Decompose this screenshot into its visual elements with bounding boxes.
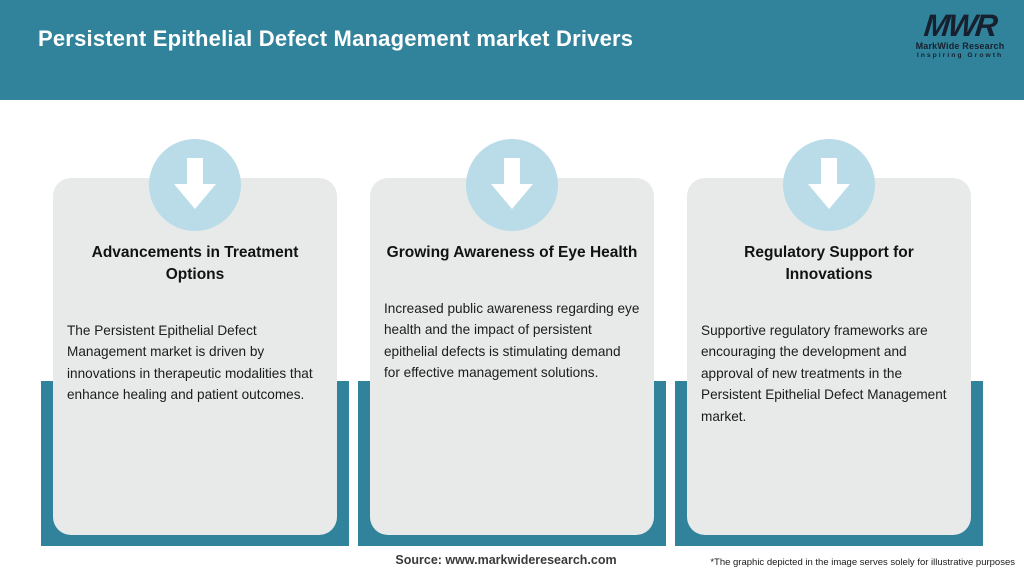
logo-name: MarkWide Research xyxy=(915,41,1005,52)
card-body: Supportive regulatory frameworks are enc… xyxy=(701,323,947,424)
arrow-circle xyxy=(149,139,241,231)
down-arrow-icon xyxy=(808,158,850,209)
markwide-research-logo: MWR MarkWide Research Inspiring Growth xyxy=(908,8,1012,60)
card-body: The Persistent Epithelial Defect Managem… xyxy=(67,323,313,403)
source-credit: Source: www.markwideresearch.com xyxy=(395,553,617,567)
arrow-circle xyxy=(783,139,875,231)
card-body: Increased public awareness regarding eye… xyxy=(384,301,640,381)
card-title: Advancements in Treatment Options xyxy=(91,244,299,283)
page-title: Persistent Epithelial Defect Management … xyxy=(38,26,634,51)
down-arrow-icon xyxy=(174,158,216,209)
logo-tagline: Inspiring Growth xyxy=(916,52,1004,60)
driver-card: Regulatory Support for Innovations Suppo… xyxy=(687,178,971,535)
card-title: Growing Awareness of Eye Health xyxy=(386,244,638,261)
card-title: Regulatory Support for Innovations xyxy=(744,244,914,283)
logo-acronym: MWR xyxy=(922,8,998,43)
arrow-circle xyxy=(466,139,558,231)
driver-card: Growing Awareness of Eye Health Increase… xyxy=(370,178,654,535)
driver-card: Advancements in Treatment Options The Pe… xyxy=(53,178,337,535)
header-bar: Persistent Epithelial Defect Management … xyxy=(0,0,1024,100)
disclaimer-note: *The graphic depicted in the image serve… xyxy=(710,557,1015,568)
down-arrow-icon xyxy=(491,158,533,209)
